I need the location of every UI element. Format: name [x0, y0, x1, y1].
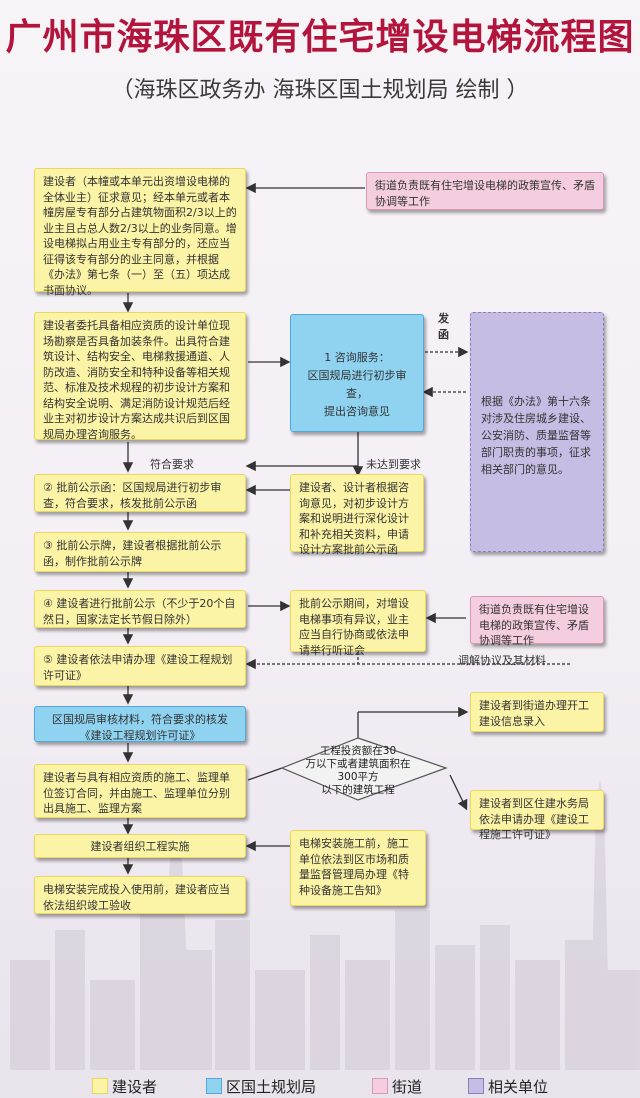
legend-planning-bureau: 区国土规划局: [226, 1078, 317, 1096]
step-sign-contracts: 建设者与具有相应资质的施工、监理单位签订合同，并由施工、监理单位分别出具施工、监…: [34, 764, 246, 818]
step-issue-planning-permit: 区国规局审核材料，符合要求的核发《建设工程规划许可证》: [34, 706, 246, 742]
legend-swatch-street: [372, 1078, 388, 1094]
street-start-registration-box: 建设者到街道办理开工建设信息录入: [470, 692, 604, 732]
related-departments-box: 根据《办法》第十六条对涉及住房城乡建设、公安消防、质量监督等部门职责的事项，征求…: [470, 312, 604, 552]
label-meets-requirements: 符合要求: [150, 458, 194, 471]
consulting-service-box: 1 咨询服务： 区国规局进行初步审查， 提出咨询意见: [290, 314, 424, 432]
legend-swatch-planning: [206, 1078, 222, 1094]
legend-swatch-related: [468, 1078, 484, 1094]
decision-diamond: [280, 737, 448, 801]
construction-permit-box: 建设者到区住建水务局依法申请办理《建设工程施工许可证》: [470, 790, 604, 841]
legend-street: 街道: [392, 1078, 423, 1096]
street-coordination-box-2: 街道负责既有住宅增设电梯的政策宣传、矛盾协调等工作: [470, 596, 604, 647]
step-completion-acceptance: 电梯安装完成投入使用前，建设者应当依法组织竣工验收: [34, 876, 246, 914]
page-title: 广州市海珠区既有住宅增设电梯流程图: [5, 17, 635, 58]
label-mediation: 调解协议及其材料: [458, 654, 546, 667]
page-subtitle: （海珠区政务办 海珠区国土规划局 绘制 ）: [111, 78, 529, 103]
line-b8-diamond: [247, 767, 283, 781]
step-public-notice: ④ 建设者进行批前公示（不少于20个自然日，国家法定长节假日除外）: [34, 590, 246, 628]
decision-diamond-text: 工程投资额在30 万以下或者建筑面积在300平方 以下的建筑工程: [305, 745, 411, 796]
legend-builder: 建设者: [112, 1078, 158, 1096]
step-design-survey: 建设者委托具备相应资质的设计单位现场勘察是否具备加装条件。出具符合建筑设计、结构…: [34, 312, 246, 441]
step-revise-design: 建设者、设计者根据咨询意见，对初步设计方案和说明进行深化设计和补充相关资料，申请…: [290, 474, 424, 556]
step-pre-approval-letter: ② 批前公示函：区国规局进行初步审查，符合要求，核发批前公示函: [34, 474, 246, 512]
legend-related-units: 相关单位: [488, 1078, 549, 1096]
step-pre-approval-sign: ③ 批前公示牌，建设者根据批前公示函，制作批前公示牌: [34, 532, 246, 572]
step-solicit-opinions: 建设者（本幢或本单元出资增设电梯的全体业主）征求意见；经本单元或者本幢房屋专有部…: [34, 168, 246, 297]
label-not-meets-requirements: 未达到要求: [366, 458, 421, 471]
arrow-diamond-permit: [449, 774, 468, 811]
special-equipment-notice-box: 电梯安装施工前，施工单位依法到区市场和质量监督管理局办理《特种设备施工告知》: [290, 830, 426, 906]
label-send-letter: 发 函: [438, 312, 449, 341]
step-apply-planning-permit: ⑤ 建设者依法申请办理《建设工程规划许可证》: [34, 646, 246, 686]
objection-hearing-box: 批前公示期间，对增设电梯事项有异议，业主应当自行协商或依法申请举行听证会: [290, 590, 426, 657]
step-organize-construction: 建设者组织工程实施: [34, 834, 246, 858]
street-coordination-box: 街道负责既有住宅增设电梯的政策宣传、矛盾协调等工作: [366, 172, 604, 210]
legend-swatch-builder: [92, 1078, 108, 1094]
